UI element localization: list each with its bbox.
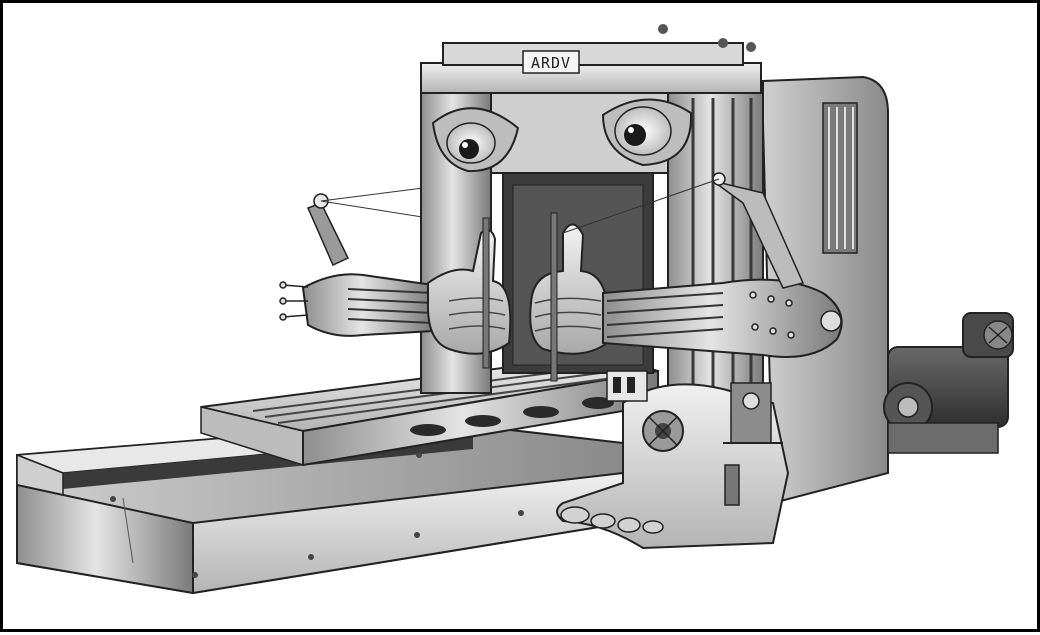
machine-illustration: ARDV <box>16 24 1014 595</box>
nameplate-text: ARDV <box>531 54 571 72</box>
control-box <box>606 370 648 402</box>
gear-housing-foot <box>556 382 790 550</box>
rear-lever-arm <box>306 187 474 267</box>
electric-motor <box>883 312 1014 454</box>
portal-frame: ARDV <box>420 24 764 424</box>
left-arm <box>279 273 434 337</box>
right-eye <box>601 98 693 167</box>
left-eye <box>431 107 520 173</box>
right-arm <box>562 172 843 358</box>
right-hand <box>529 212 608 382</box>
side-housing <box>762 75 889 505</box>
left-hand <box>426 217 512 369</box>
